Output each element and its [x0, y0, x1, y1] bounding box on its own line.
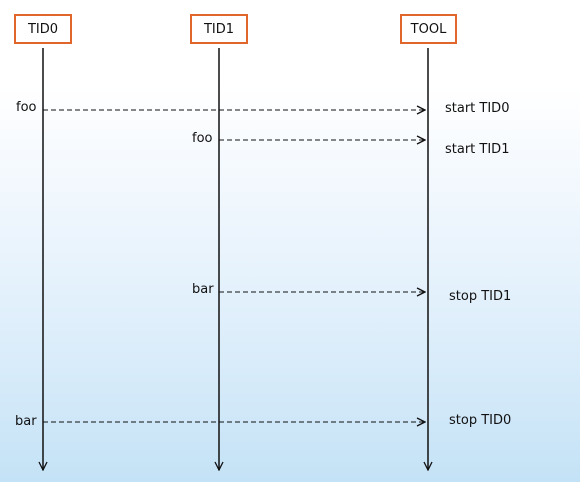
message-result-label: stop TID1 [449, 289, 512, 304]
message-call-label: bar [15, 414, 37, 429]
participant-label-tid1: TID1 [203, 21, 235, 37]
participant-label-tool: TOOL [410, 21, 447, 37]
message-call-label: bar [192, 282, 214, 297]
participant-box-tid0: TID0 [14, 14, 72, 44]
message-result-label: start TID0 [445, 101, 510, 116]
message-call-label: foo [192, 131, 213, 146]
message-result-label: start TID1 [445, 142, 510, 157]
participant-box-tool: TOOL [400, 14, 457, 44]
participant-box-tid1: TID1 [190, 14, 248, 44]
message-result-label: stop TID0 [449, 413, 512, 428]
participant-label-tid0: TID0 [27, 21, 59, 37]
message-call-label: foo [16, 100, 37, 115]
